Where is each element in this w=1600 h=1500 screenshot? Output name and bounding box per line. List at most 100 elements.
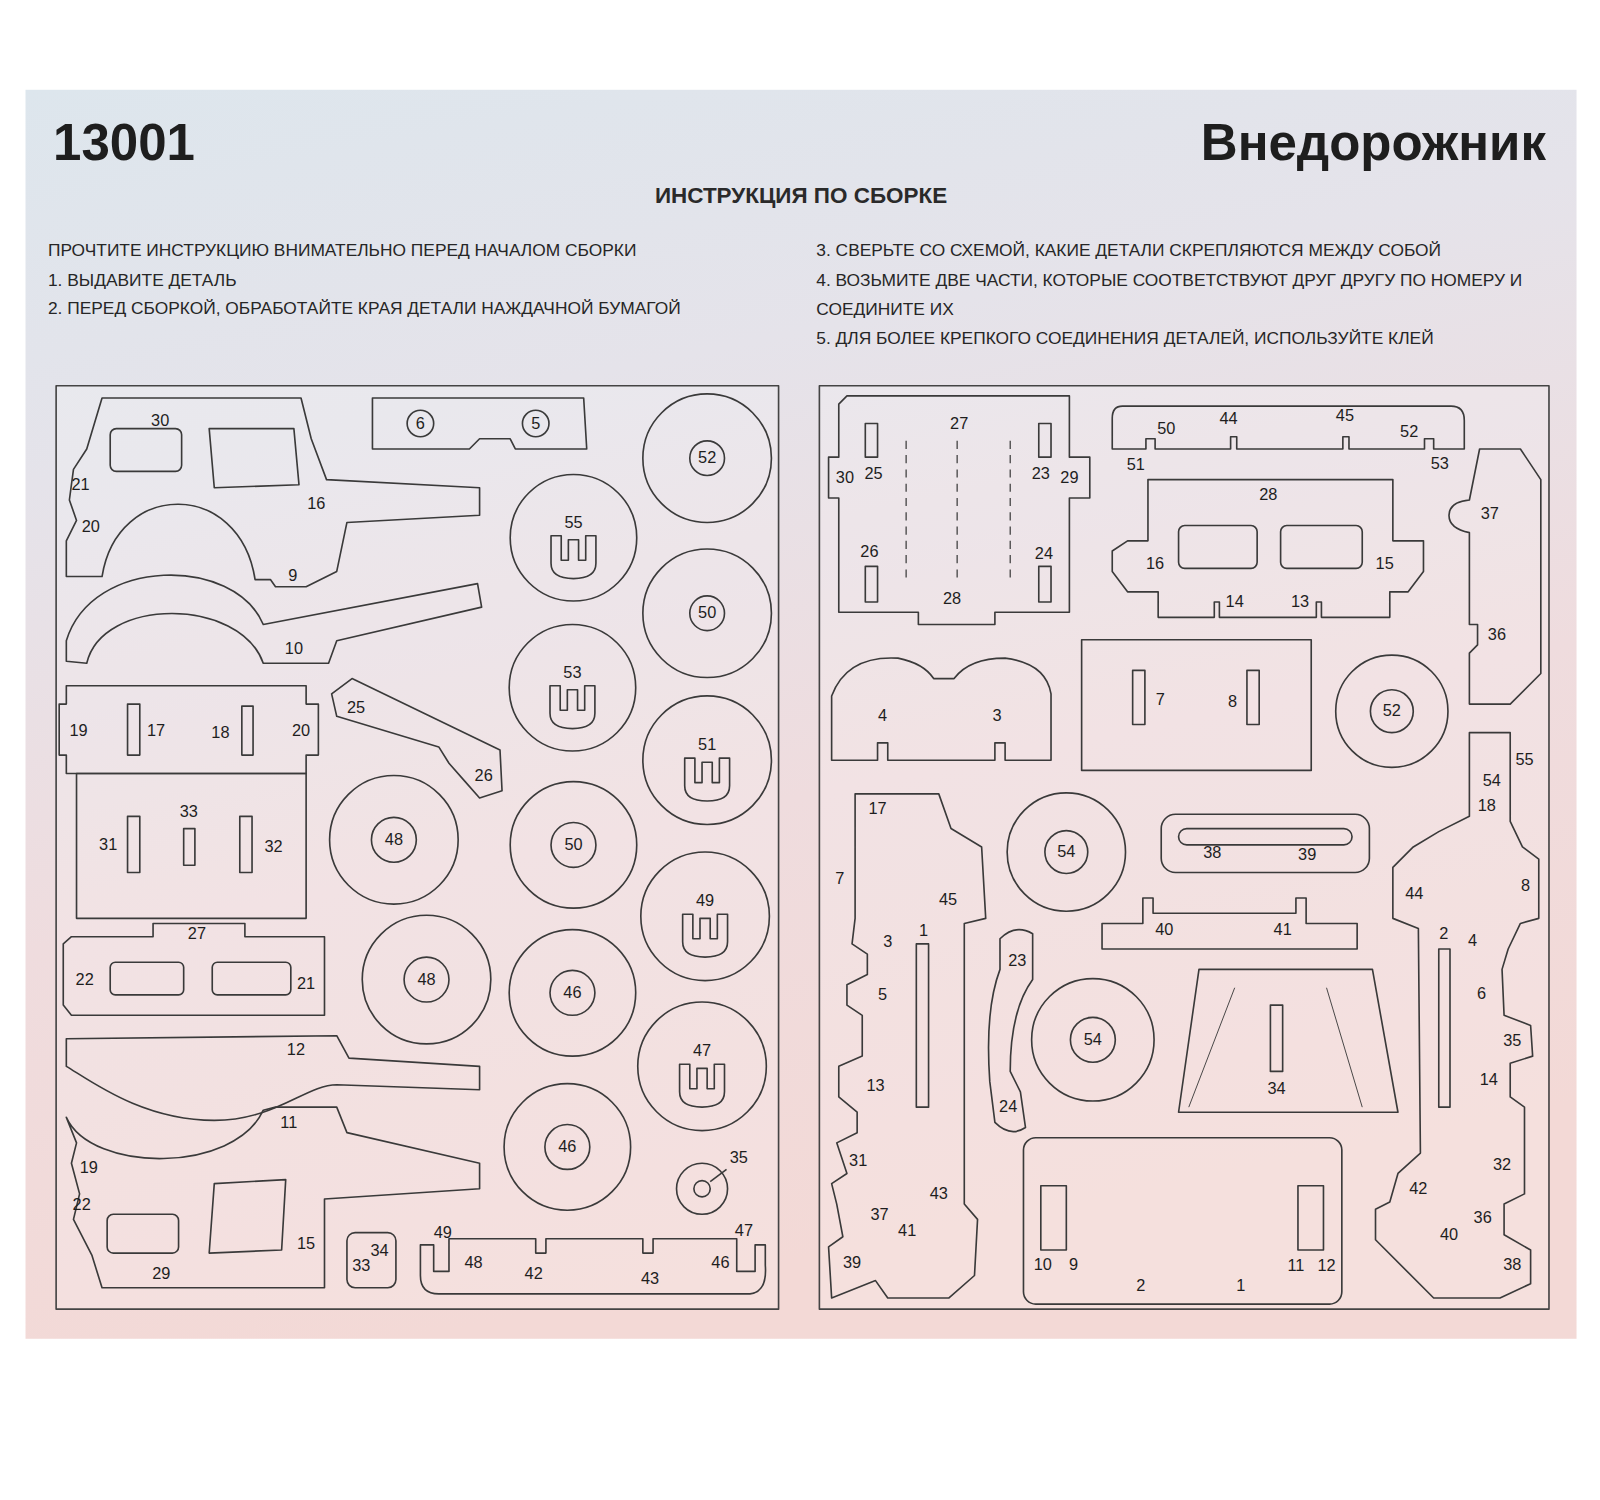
part-outline [641,852,770,981]
part-number: 36 [1474,1210,1492,1226]
part-number: 4 [1468,933,1477,949]
part-number: 45 [939,892,957,908]
part-number: 15 [1376,556,1394,572]
part-number: 45 [1336,408,1354,424]
part-number: 29 [1060,469,1078,485]
part-outline [829,396,1090,625]
part-outline [683,914,728,957]
part-number: 9 [288,567,297,583]
instruction-line: 3. СВЕРЬТЕ СО СХЕМОЙ, КАКИЕ ДЕТАЛИ СКРЕП… [816,235,1561,265]
part-outline [209,429,299,488]
part-outline [63,923,324,1015]
part-outline [420,1239,765,1294]
part-outline [59,686,318,774]
part-number: 50 [564,837,582,853]
part-outline [330,776,459,905]
part-number: 20 [292,722,310,738]
part-number: 34 [1267,1081,1285,1097]
part-outline [865,566,877,602]
part-outline [1247,670,1259,724]
part-number: 54 [1483,772,1501,788]
part-number: 13 [866,1078,884,1094]
part-number: 46 [563,985,581,1001]
part-number: 31 [99,837,117,853]
part-outline [1376,733,1539,1298]
part-number: 23 [1008,953,1026,969]
sheet-heading: ИНСТРУКЦИЯ ПО СБОРКЕ [655,183,947,210]
part-outline [1336,655,1448,767]
part-number: 1 [919,922,928,938]
part-outline [504,1084,631,1211]
part-number: 3 [883,934,892,950]
part-number: 29 [152,1265,170,1281]
part-number: 18 [1478,798,1496,814]
part-outline [685,758,730,801]
part-number: 52 [1383,703,1401,719]
instruction-line: ПРОЧТИТЕ ИНСТРУКЦИЮ ВНИМАТЕЛЬНО ПЕРЕД НА… [48,235,762,265]
part-number: 22 [73,1197,91,1213]
part-number: 5 [531,415,540,431]
part-outline [638,1002,767,1131]
part-number: 33 [180,804,198,820]
part-outline [1010,441,1011,584]
part-outline [522,410,549,437]
part-outline [510,782,637,909]
part-number: 44 [1219,411,1237,427]
part-outline [1179,969,1398,1112]
part-outline [916,944,928,1107]
part-outline [371,817,416,862]
part-number: 12 [287,1042,305,1058]
part-outline [551,536,596,579]
part-number: 27 [950,415,968,431]
part-number: 11 [280,1114,297,1130]
part-number: 11 [1287,1258,1304,1274]
part-outline [1039,566,1051,602]
instruction-line: 5. ДЛЯ БОЛЕЕ КРЕПКОГО СОЕДИНЕНИЯ ДЕТАЛЕЙ… [816,323,1561,353]
part-number: 17 [868,801,886,817]
part-outline [1327,988,1363,1107]
part-number: 37 [1481,506,1499,522]
part-number: 41 [898,1222,916,1238]
part-outline [1189,988,1235,1107]
part-outline [66,1107,479,1288]
part-outline [66,575,481,663]
part-outline [77,773,307,918]
part-outline [1439,949,1450,1107]
part-outline [347,1233,396,1288]
part-number: 27 [188,926,206,942]
part-number: 42 [1409,1181,1427,1197]
part-outline [680,1064,725,1107]
part-outline [1370,690,1413,733]
part-outline [1023,1138,1341,1304]
part-outline [128,816,140,872]
part-number: 3 [992,708,1001,724]
part-number: 48 [464,1255,482,1271]
part-number: 32 [264,839,282,855]
part-outline [690,441,725,476]
part-number: 25 [347,700,365,716]
part-number: 50 [1157,420,1175,436]
part-outline [212,962,291,995]
card-ground [26,90,1577,1339]
part-number: 22 [76,971,94,987]
part-outline [107,1214,178,1253]
part-outline [690,596,725,631]
part-number: 46 [711,1255,729,1271]
instruction-line: 2. ПЕРЕД СБОРКОЙ, ОБРАБОТАЙТЕ КРАЯ ДЕТАЛ… [48,293,744,323]
part-number: 54 [1057,844,1075,860]
part-number: 24 [999,1099,1017,1115]
part-outline [545,1124,590,1169]
part-outline [643,394,772,523]
part-number: 51 [1127,457,1145,473]
part-number: 4 [878,708,887,724]
part-outline [66,398,479,587]
part-number: 6 [416,415,425,431]
part-number: 35 [730,1150,748,1166]
part-outline [510,474,637,601]
part-outline [372,398,586,449]
part-outline [551,822,596,867]
part-outline [1039,423,1051,457]
part-number: 39 [1298,847,1316,863]
part-outline [906,441,1010,584]
